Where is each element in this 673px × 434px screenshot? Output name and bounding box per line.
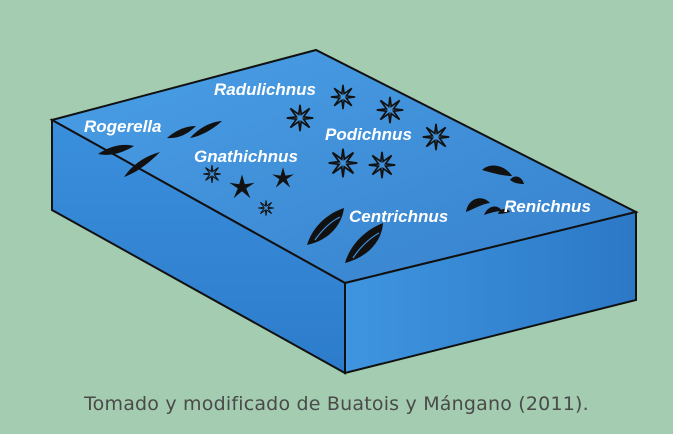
figure-caption: Tomado y modificado de Buatois y Mángano… — [84, 393, 589, 415]
label-podichnus: Podichnus — [325, 125, 412, 144]
label-rogerella: Rogerella — [84, 117, 161, 136]
block-right-side — [344, 210, 637, 375]
rogerella-traces — [98, 121, 222, 177]
label-gnathichnus: Gnathichnus — [194, 147, 298, 166]
centrichnus-traces — [307, 208, 383, 263]
label-centrichnus: Centrichnus — [349, 207, 448, 226]
label-renichnus: Renichnus — [504, 197, 591, 216]
label-radulichnus: Radulichnus — [214, 80, 316, 99]
renichnus-traces — [466, 165, 524, 215]
